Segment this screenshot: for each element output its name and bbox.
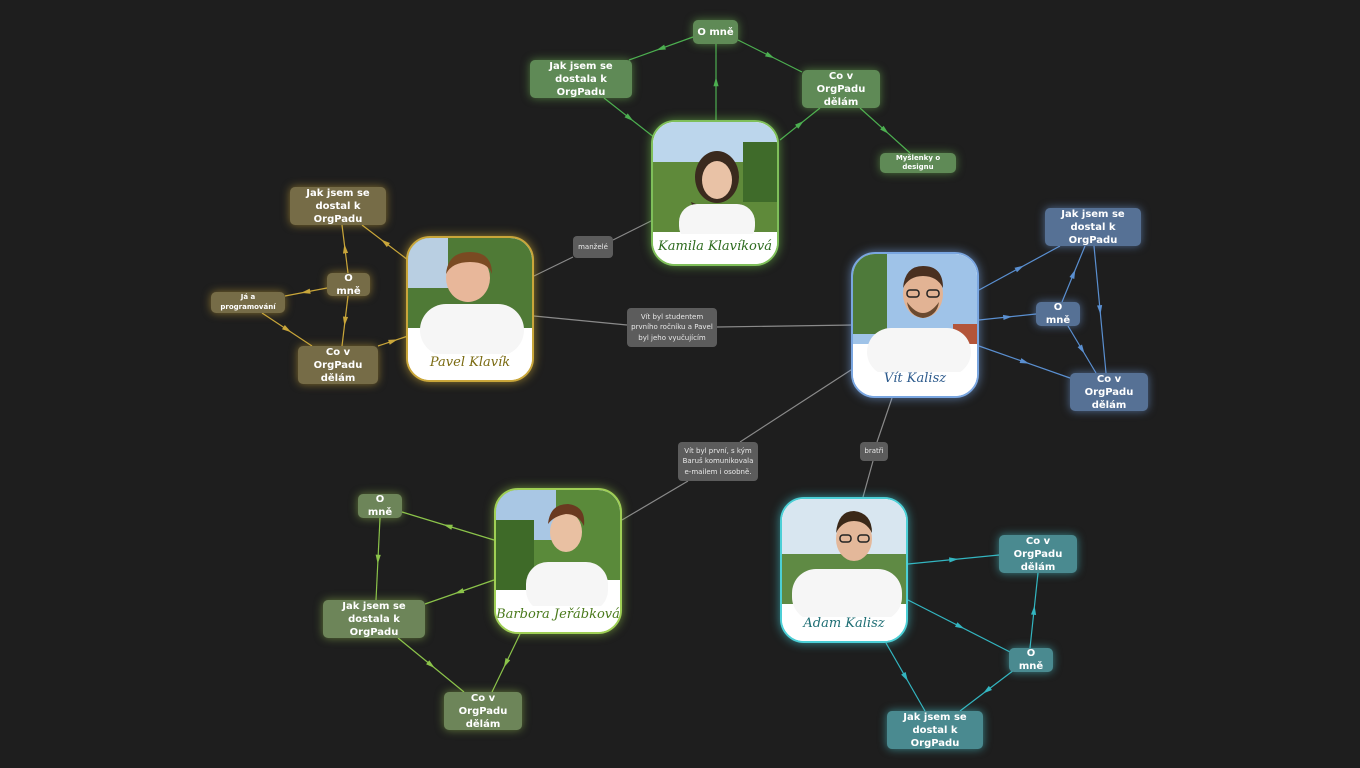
kamila-how-node[interactable]: Jak jsem se dostala k OrgPadu <box>530 60 632 98</box>
relation-label-vit-barbora[interactable]: Vít byl první, s kým Baruš komunikovala … <box>678 442 758 481</box>
edge-about-how-arrow-icon <box>656 44 666 51</box>
edge-about-how-v-arrow-icon <box>1069 269 1076 279</box>
edge-relation-vit <box>716 324 854 328</box>
person-card-vit[interactable]: Vít Kalisz <box>851 252 979 398</box>
person-name: Adam Kalisz <box>803 616 885 631</box>
pavel-about-node[interactable]: O mně <box>327 273 370 297</box>
kamila-design-node[interactable]: Myšlenky o designu <box>880 153 956 173</box>
pavel-how-node[interactable]: Jak jsem se dostal k OrgPadu <box>290 187 386 225</box>
edge-about-what-arrow-icon <box>765 51 775 59</box>
edge-kamila-about-arrow-icon <box>713 77 719 87</box>
portrait-photo <box>653 122 777 264</box>
edge-barbora-relation <box>621 480 689 521</box>
edge-barbora-about-arrow-icon <box>443 524 453 530</box>
edge-about-what-a-arrow-icon <box>1030 605 1037 616</box>
relation-label-vit-pavel[interactable]: Vít byl studentem prvního ročníku a Pave… <box>627 308 717 347</box>
vit-how-node[interactable]: Jak jsem se dostal k OrgPadu <box>1045 208 1141 246</box>
person-card-kamila[interactable]: Kamila Klavíková <box>651 120 779 266</box>
portrait-photo <box>853 254 977 396</box>
pavel-what-node[interactable]: Co v OrgPadu dělám <box>298 346 378 384</box>
edge-vit-about-arrow-icon <box>1002 314 1013 321</box>
portrait-photo <box>782 499 906 641</box>
portrait-photo <box>496 490 620 632</box>
edge-relation-vit-2 <box>739 367 855 443</box>
edge-pavel-manzele <box>533 256 574 277</box>
barbora-about-node[interactable]: O mně <box>358 494 402 518</box>
edge-vit-what-arrow-icon <box>1019 358 1030 364</box>
edge-barbora-what-arrow-icon <box>503 658 511 668</box>
adam-how-node[interactable]: Jak jsem se dostal k OrgPadu <box>887 711 983 749</box>
edge-what-design-arrow-icon <box>880 125 889 134</box>
edge-kamila-what-arrow-icon <box>795 120 804 129</box>
kamila-what-node[interactable]: Co v OrgPadu dělám <box>802 70 880 108</box>
edge-how-what-v-arrow-icon <box>1097 304 1103 315</box>
relation-label-bratri[interactable]: bratři <box>860 442 888 461</box>
edge-pavel-how-arrow-icon <box>381 239 390 248</box>
edge-about-how-p-arrow-icon <box>342 244 349 254</box>
person-name: Barbora Jeřábková <box>496 607 620 622</box>
edge-vit-how-arrow-icon <box>1014 265 1024 273</box>
person-card-adam[interactable]: Adam Kalisz <box>780 497 908 643</box>
edge-about-what-v-arrow-icon <box>1077 344 1085 354</box>
edge-about-how-b-arrow-icon <box>375 554 381 564</box>
edge-about-how-a-arrow-icon <box>983 685 992 694</box>
person-card-barbora[interactable]: Barbora Jeřábková <box>494 488 622 634</box>
person-name: Pavel Klavík <box>429 355 511 370</box>
vit-what-node[interactable]: Co v OrgPadu dělám <box>1070 373 1148 411</box>
barbora-what-node[interactable]: Co v OrgPadu dělám <box>444 692 522 730</box>
edge-adam-how-arrow-icon <box>901 672 908 682</box>
edge-barbora-how-arrow-icon <box>454 588 465 594</box>
edge-about-what-p-arrow-icon <box>342 316 349 326</box>
edge-manzele-kamila <box>612 219 654 241</box>
kamila-about-node[interactable]: O mně <box>693 20 738 44</box>
person-name: Kamila Klavíková <box>658 239 772 254</box>
person-name: Vít Kalisz <box>883 371 947 386</box>
barbora-how-node[interactable]: Jak jsem se dostala k OrgPadu <box>323 600 425 638</box>
edge-adam-what-arrow-icon <box>948 557 959 563</box>
vit-about-node[interactable]: O mně <box>1036 302 1080 326</box>
adam-about-node[interactable]: O mně <box>1009 648 1053 672</box>
edge-pavel-relation <box>533 315 628 326</box>
edge-how-what-b-arrow-icon <box>426 660 435 669</box>
edge-bratri-adam <box>862 460 874 498</box>
person-card-pavel[interactable]: Pavel Klavík <box>406 236 534 382</box>
relation-label-manzele[interactable]: manželé <box>573 236 613 258</box>
edge-adam-about-arrow-icon <box>955 622 965 629</box>
edge-what-pavel-arrow-icon <box>388 339 398 345</box>
portrait-photo <box>408 238 532 380</box>
edge-how-kamila-arrow-icon <box>624 113 634 122</box>
edge-vit-bratri <box>876 397 893 443</box>
pavel-programming-node[interactable]: Já a programování <box>211 292 285 313</box>
edge-about-prog-arrow-icon <box>301 288 311 294</box>
edge-prog-what-arrow-icon <box>282 324 292 333</box>
adam-what-node[interactable]: Co v OrgPadu dělám <box>999 535 1077 573</box>
